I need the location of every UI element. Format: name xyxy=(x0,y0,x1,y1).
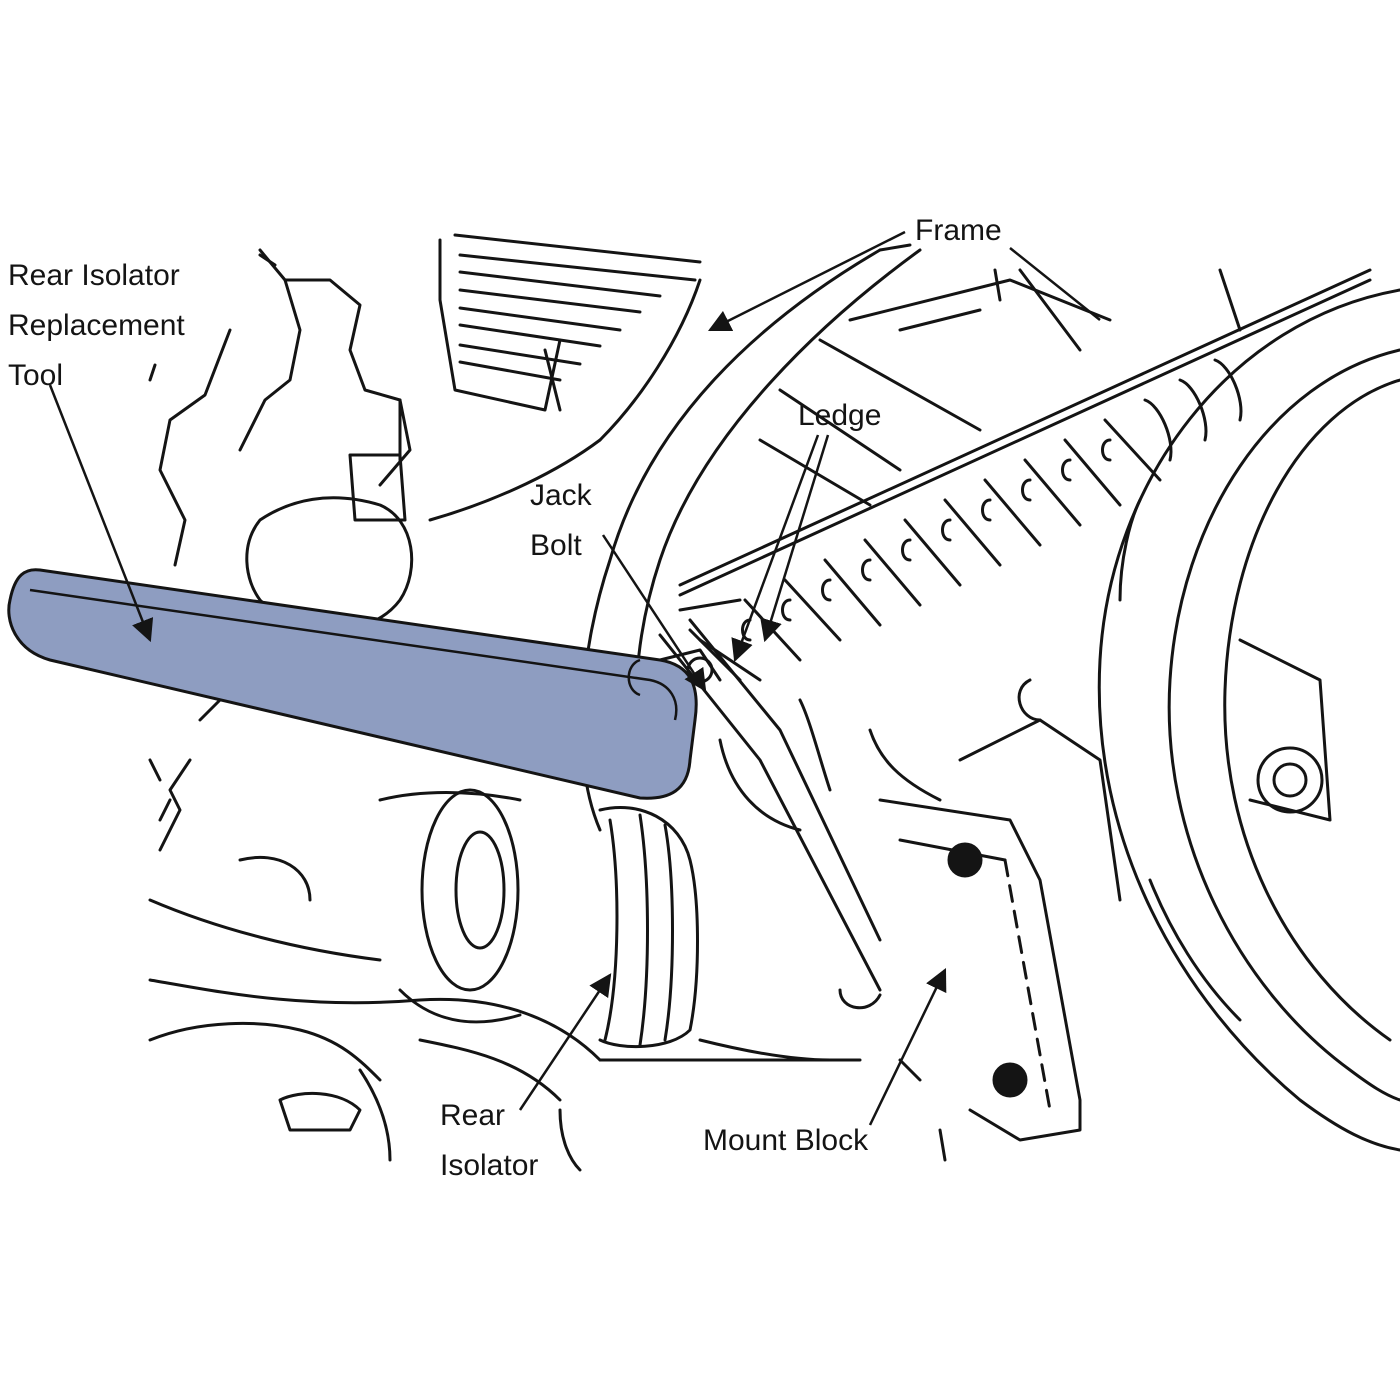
leader-lines xyxy=(48,230,1101,1126)
lower-engine xyxy=(148,688,947,1172)
label-tool-line1: Rear Isolator xyxy=(8,259,180,292)
engine-block xyxy=(148,248,702,632)
jack-bolt-leader xyxy=(601,534,707,692)
label-rear-isolator-line2: Isolator xyxy=(440,1149,538,1182)
pulley-bolt xyxy=(1256,746,1324,814)
replacement-tool xyxy=(7,568,698,800)
mount-block-leader xyxy=(868,967,947,1126)
belt-teeth xyxy=(678,358,1243,682)
label-tool-line3: Tool xyxy=(8,359,63,392)
label-frame: Frame xyxy=(915,214,1002,247)
frame-crossmember xyxy=(758,268,1242,507)
label-mount-block: Mount Block xyxy=(703,1124,869,1157)
label-jack-line1: Jack xyxy=(530,479,593,512)
frame-leader-1 xyxy=(707,230,906,332)
radiator-grille xyxy=(438,233,702,412)
rear-isolator-leader xyxy=(518,973,612,1111)
label-rear-isolator-line1: Rear xyxy=(440,1099,505,1132)
frame-leader-2 xyxy=(1009,247,1101,321)
label-jack-line2: Bolt xyxy=(530,529,582,562)
labels: Rear Isolator Replacement Tool Frame Led… xyxy=(8,214,1002,1182)
pulley-wheel xyxy=(1097,288,1400,1152)
label-ledge: Ledge xyxy=(798,399,881,432)
rear-isolator xyxy=(378,788,699,1048)
ledge-leader-1 xyxy=(760,434,830,643)
tool-leader xyxy=(48,384,154,643)
mount-block xyxy=(878,678,1122,1142)
ledge-leader-2 xyxy=(731,434,820,663)
label-tool-line2: Replacement xyxy=(8,309,185,342)
